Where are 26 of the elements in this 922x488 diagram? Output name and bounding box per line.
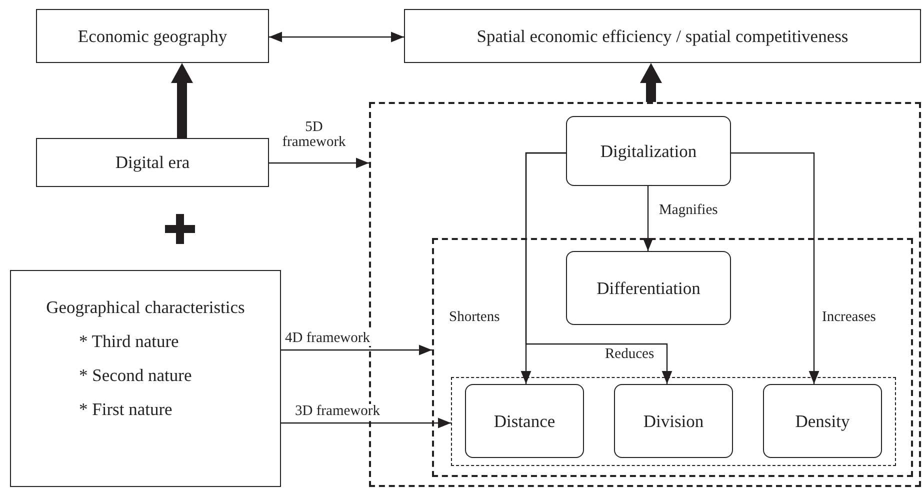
text-panel [10, 270, 281, 487]
arrow [281, 418, 451, 428]
rounded-box: Division [614, 384, 733, 458]
list-item: * Third nature [79, 331, 180, 352]
heading: Geographical characteristics [45, 297, 246, 318]
arrow [525, 152, 672, 384]
list-item: * Second nature [79, 365, 193, 386]
arrow [269, 32, 404, 42]
rounded-box: Differentiation [566, 251, 731, 325]
block-arrow [640, 63, 662, 102]
arrow [642, 186, 654, 251]
list-item: * First nature [79, 399, 174, 420]
arrow [269, 158, 369, 168]
edge-label: 4D framework [283, 331, 372, 346]
dashed-frame [451, 377, 896, 466]
rounded-box: Density [763, 384, 882, 458]
process-box: Economic geography [36, 9, 269, 63]
process-box: Digital era [36, 138, 269, 187]
arrow [281, 344, 432, 356]
arrow [731, 152, 820, 384]
edge-label: 3D framework [293, 404, 382, 420]
process-box: Spatial economic efficiency / spatial competitiveness [404, 9, 921, 63]
rounded-box: Distance [465, 384, 584, 458]
edge-label: Magnifies [657, 203, 720, 218]
block-arrow [171, 63, 193, 138]
rounded-box: Digitalization [566, 116, 731, 186]
